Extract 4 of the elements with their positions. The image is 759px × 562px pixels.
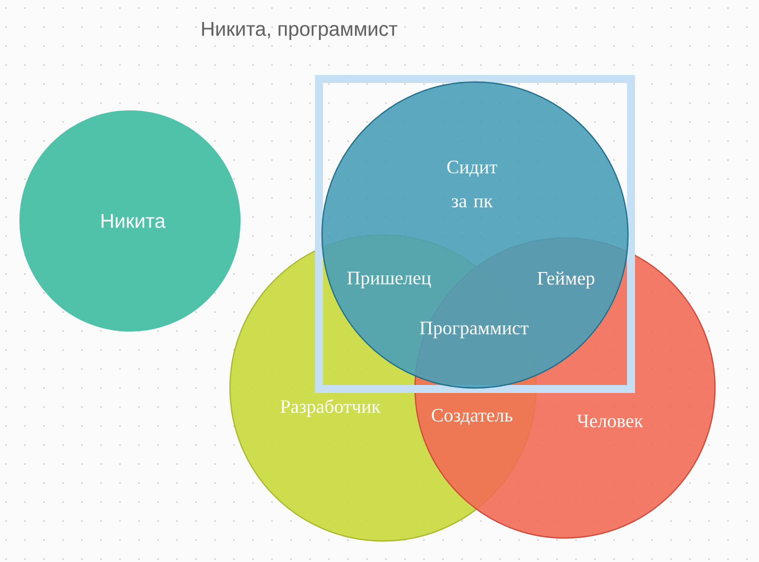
region-label: Создатель bbox=[432, 408, 512, 426]
region-label: Программист bbox=[420, 322, 528, 338]
region-label: Геймер bbox=[538, 271, 594, 289]
title: Никита, программист bbox=[202, 22, 398, 40]
